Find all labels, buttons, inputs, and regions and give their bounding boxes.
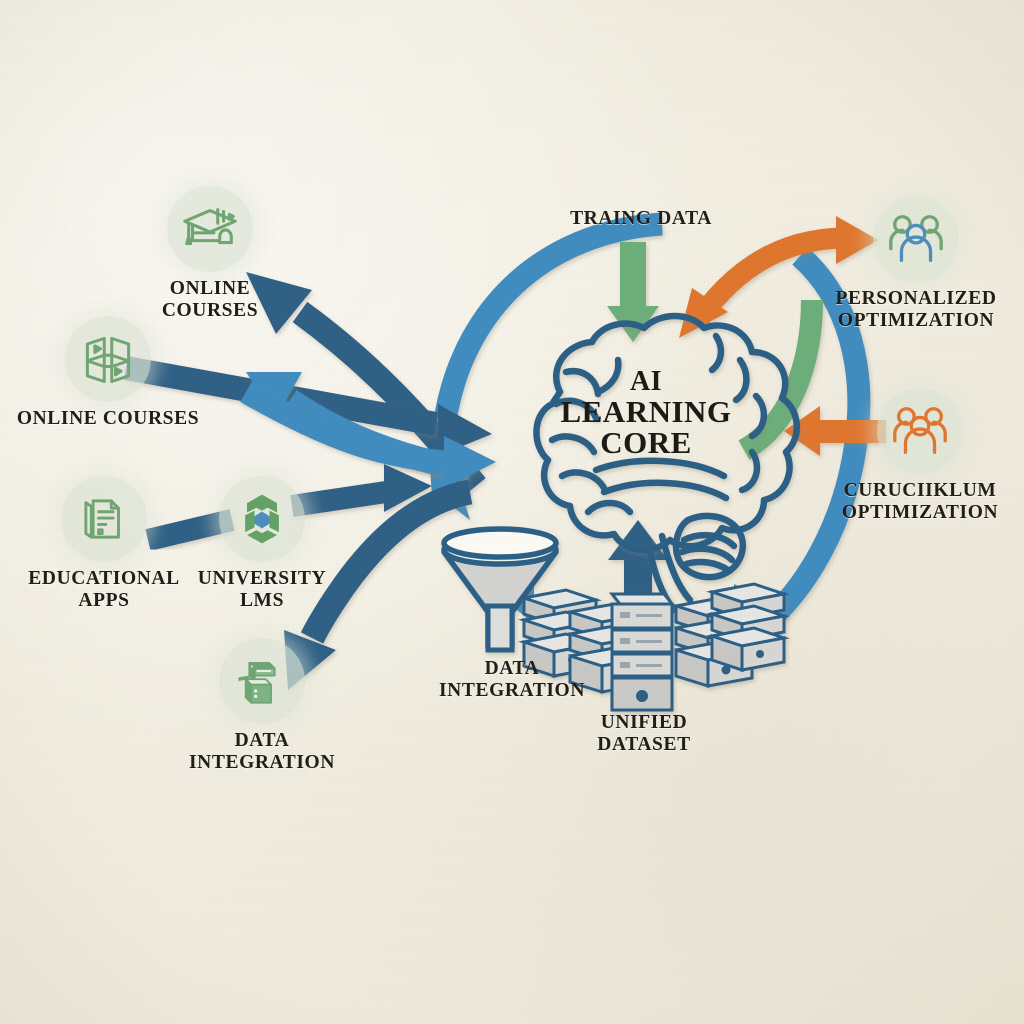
node-educational-apps[interactable]: EDUCATIONAL APPS (4, 476, 204, 612)
label-line1: UNIVERSITY (197, 568, 327, 589)
node-personalized-optimization[interactable]: PERSONALIZED OPTIMIZATION (816, 196, 1016, 332)
node-label-online-courses-left: ONLINE COURSES (0, 408, 233, 430)
core-label-line2: LEARNING (560, 394, 732, 429)
node-online-courses-top[interactable]: ONLINE COURSES (110, 186, 310, 322)
core-label-line1: AI (629, 366, 663, 397)
label-line1: CURUCIIKLUM (843, 480, 997, 501)
server-box-icon (219, 638, 305, 724)
label-line1: ONLINE (169, 278, 251, 299)
orange-feedback-arrow (679, 216, 878, 338)
label-line1: DATA (234, 730, 290, 751)
node-label-personalized-optimization: PERSONALIZED OPTIMIZATION (791, 288, 1024, 332)
data-integration-center-line1: DATA (484, 658, 540, 679)
hexagon-module-icon (219, 476, 305, 562)
node-curriculum-optimization[interactable]: CURUCIIKLUM OPTIMIZATION (820, 388, 1020, 524)
data-integration-center-line2: INTEGRATION (438, 679, 585, 701)
documents-icon (61, 476, 147, 562)
green-output-arc (738, 299, 823, 460)
training-data-arrow (607, 242, 659, 342)
people-group-icon (873, 196, 959, 282)
core-label-line3: CORE (600, 425, 692, 460)
people-group-icon (877, 388, 963, 474)
label-line1: PERSONALIZED (835, 288, 997, 309)
arrow-lms-to-core (290, 464, 432, 517)
label-line2: LMS (239, 589, 285, 611)
arrow-apps-to-lms (145, 509, 235, 551)
node-label-online-courses-top: ONLINE COURSES (162, 278, 258, 322)
label-line2: OPTIMIZATION (841, 501, 999, 523)
core-label: AI LEARNING CORE (516, 366, 776, 460)
label-line1: ONLINE COURSES (16, 408, 200, 429)
label-line2: OPTIMIZATION (837, 309, 995, 331)
arrow-mid-blue-into-core (240, 382, 496, 488)
label-line2: COURSES (161, 299, 259, 321)
label-line2: INTEGRATION (188, 751, 335, 773)
unified-dataset-label: UNIFIED DATASET (544, 712, 744, 756)
orange-curriculum-arrow (784, 406, 886, 456)
training-data-label: TRAING DATA (570, 208, 712, 229)
node-data-integration-left[interactable]: DATA INTEGRATION (162, 638, 362, 774)
unified-dataset-line1: UNIFIED (600, 712, 688, 733)
label-line2: APPS (78, 589, 130, 611)
data-integration-center-label: DATA INTEGRATION (422, 658, 602, 702)
label-line1: EDUCATIONAL (28, 568, 180, 589)
node-label-data-integration-left: DATA INTEGRATION (189, 730, 335, 774)
funnel-icon (441, 526, 559, 653)
node-university-lms[interactable]: UNIVERSITY LMS (162, 476, 362, 612)
node-online-courses-left[interactable]: ONLINE COURSES (8, 316, 208, 430)
unified-dataset-line2: DATASET (597, 733, 691, 755)
node-label-curriculum-optimization: CURUCIIKLUM OPTIMIZATION (795, 480, 1024, 524)
graduation-cap-icon (167, 186, 253, 272)
node-label-educational-apps: EDUCATIONAL APPS (28, 568, 179, 612)
network-nodes-icon (65, 316, 151, 402)
server-stack-icon (518, 582, 790, 712)
node-label-university-lms: UNIVERSITY LMS (198, 568, 326, 612)
